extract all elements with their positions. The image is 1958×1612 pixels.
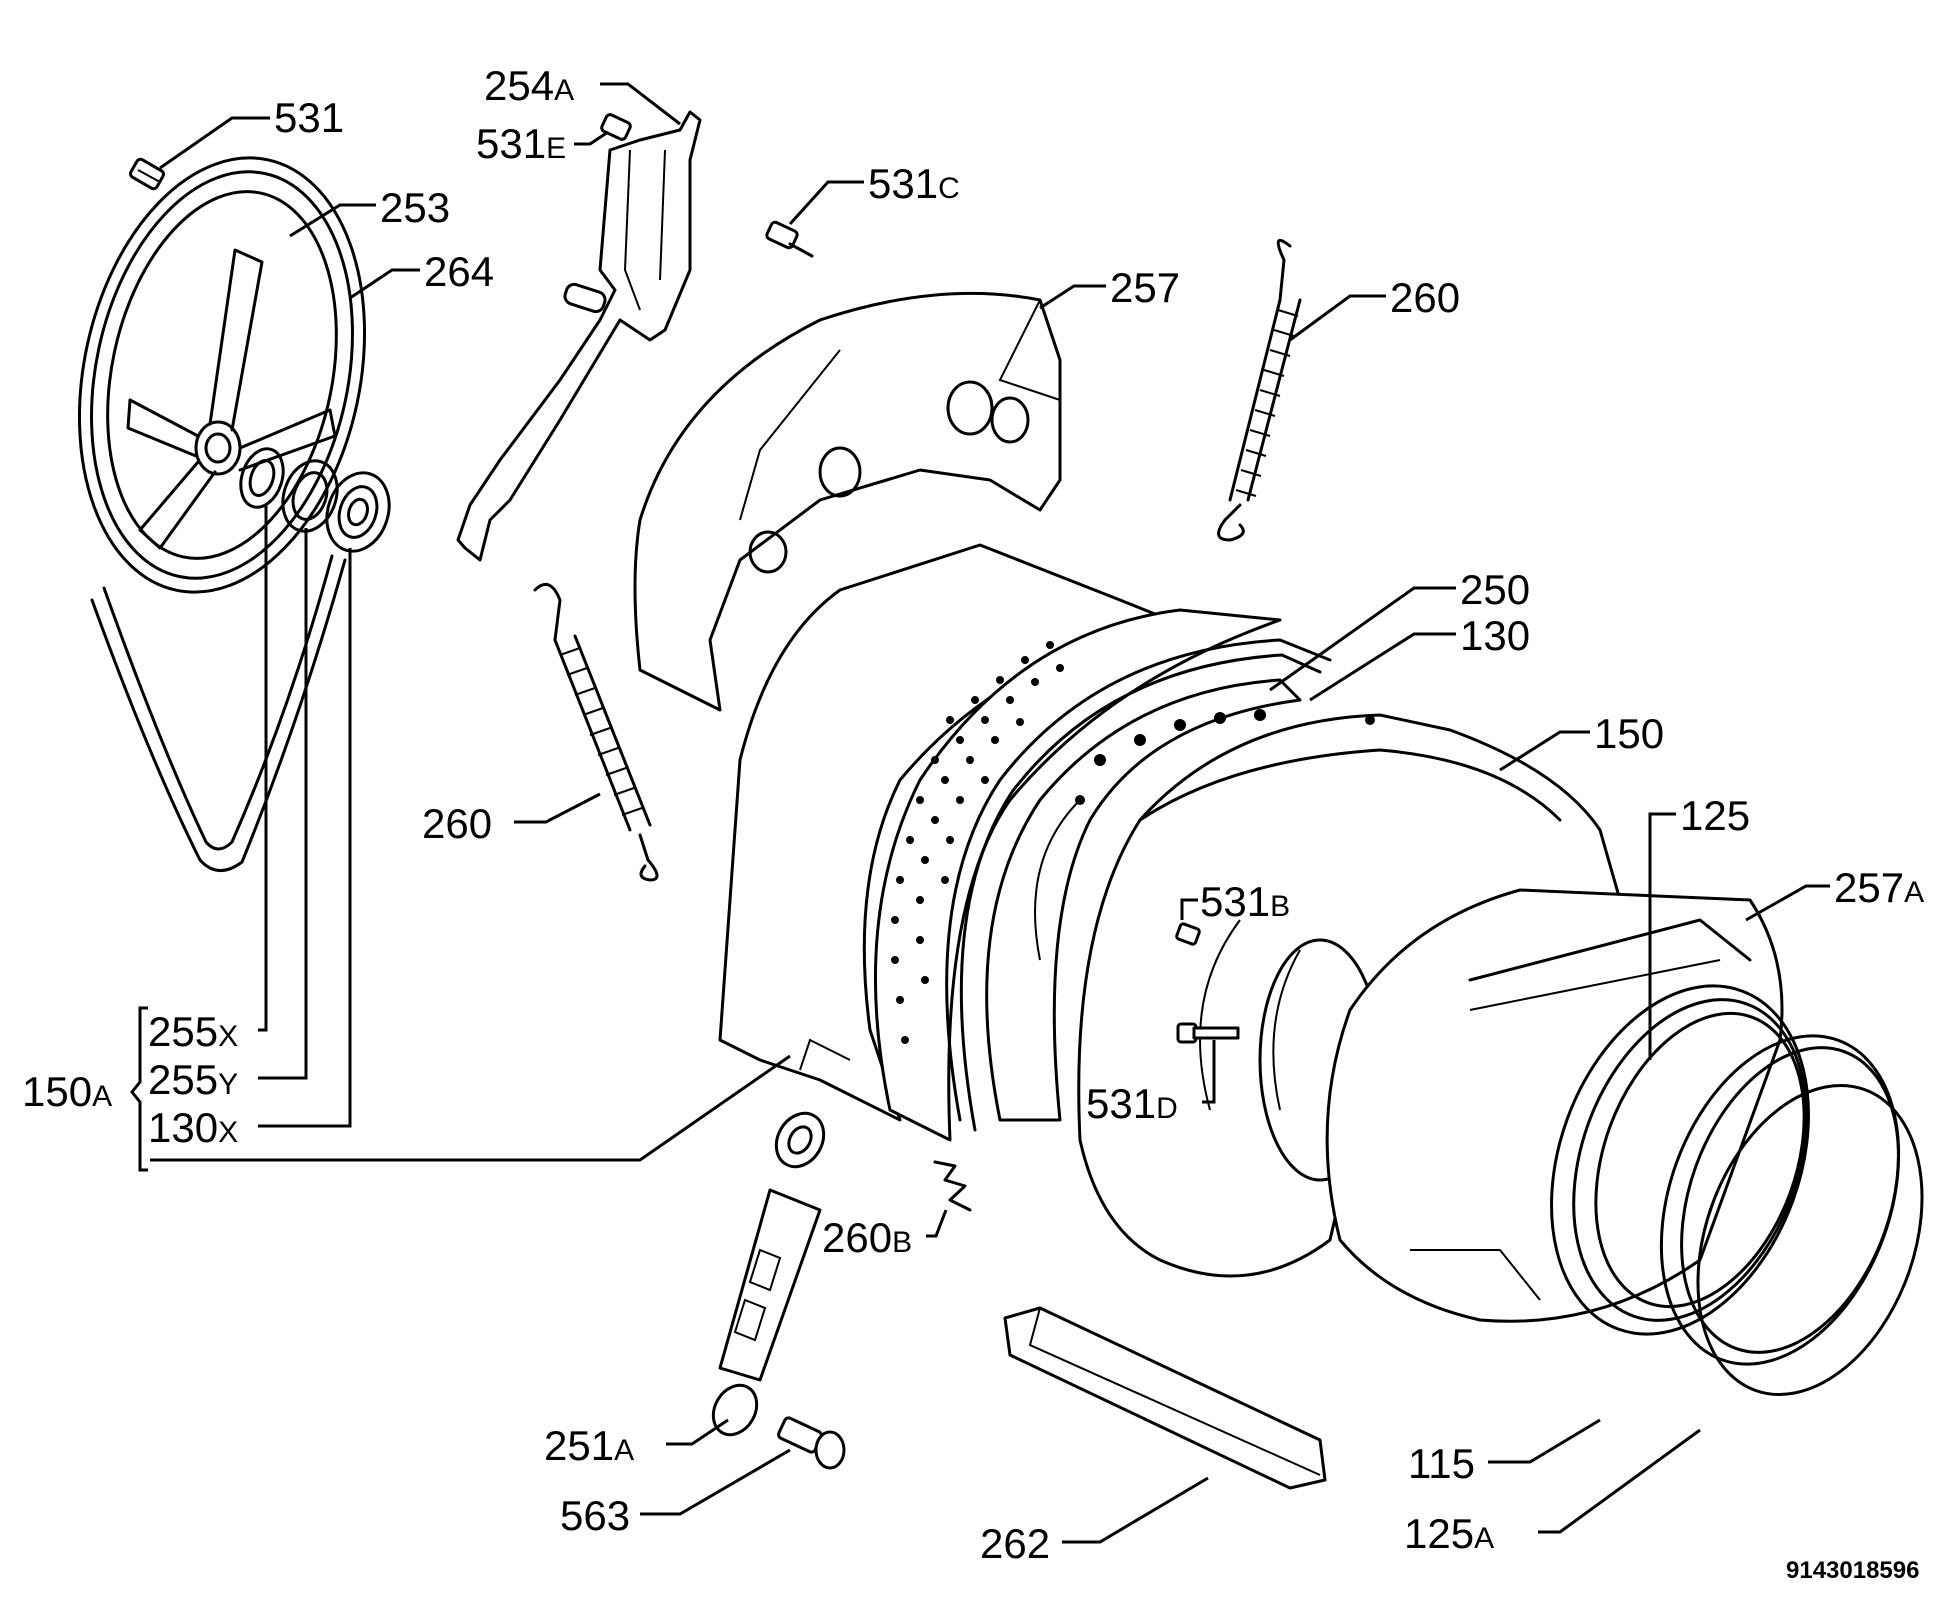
label-531c: 531C [868,160,960,207]
perforated-drum [873,608,1282,1142]
label-264: 264 [424,248,494,295]
label-150a: 150A [22,1068,112,1115]
label-130: 130 [1460,612,1530,659]
label-125a: 125A [1404,1510,1494,1557]
leader-lines [130,82,1830,1544]
bracket-254a [456,110,702,562]
label-250: 250 [1460,566,1530,613]
seal-255x [239,447,285,509]
label-563: 563 [560,1492,630,1539]
label-257a: 257A [1834,864,1924,911]
spring-260-lower [533,582,659,882]
label-260-lower: 260 [422,800,492,847]
label-260b: 260B [822,1214,912,1261]
label-251a: 251A [544,1422,634,1469]
label-260-upper: 260 [1390,274,1460,321]
label-531b: 531B [1200,878,1290,925]
label-125: 125 [1680,792,1750,839]
bearing-255y [281,459,339,533]
part-labels: 531 254A 531E 531C 253 264 257 260 260 2… [22,62,1924,1584]
clamp-ring-125a [1696,1083,1924,1397]
drum-130 [985,678,1302,1122]
pulley-253 [77,156,367,594]
label-531d: 531D [1086,1080,1178,1127]
label-255y: 255Y [148,1056,238,1103]
spring-260-upper [1217,238,1302,542]
label-255x: 255X [148,1008,238,1055]
label-531e: 531E [476,120,566,167]
screw-531 [128,157,166,191]
gasket-250 [945,638,1332,1132]
bolt-563 [777,1416,846,1470]
shock-absorber-251a [711,1111,826,1437]
label-257: 257 [1110,264,1180,311]
label-253: 253 [380,184,450,231]
counterweight-257 [633,291,1062,712]
clamp-ring-125 [1659,1034,1901,1366]
label-254a: 254A [484,62,574,109]
clip-260b [933,1160,972,1212]
label-531: 531 [274,94,344,141]
door-seal-115 [1550,984,1810,1336]
label-115: 115 [1408,1440,1475,1487]
bearing-130x [325,471,391,553]
screw-531c [765,220,814,258]
screw-531e [600,113,632,141]
front-tub-150 [1075,709,1622,1278]
drawing-code: 9143018596 [1786,1557,1919,1584]
label-150: 150 [1594,710,1664,757]
screw-531d [1176,1022,1240,1044]
screw-531b [1175,922,1201,946]
label-130x: 130X [148,1104,238,1151]
support-262 [1003,1306,1327,1490]
label-262: 262 [980,1520,1050,1567]
